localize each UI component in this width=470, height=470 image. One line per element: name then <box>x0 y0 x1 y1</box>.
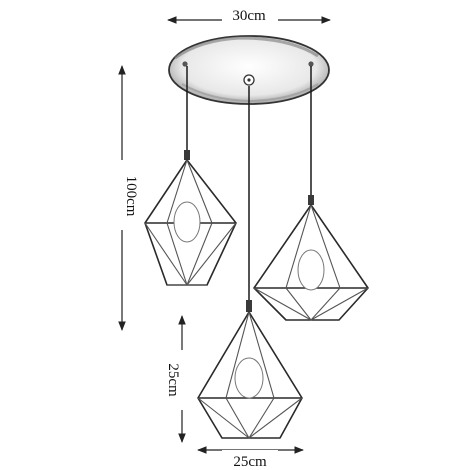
bulb-bottom <box>234 357 264 399</box>
lamp-holder-left <box>184 150 190 160</box>
canopy-hole-right <box>308 61 314 67</box>
bulb-right <box>297 249 325 291</box>
canopy-hole-left <box>182 61 188 67</box>
lamp-holder-bottom <box>246 300 252 312</box>
label-backdrop <box>222 6 278 26</box>
canopy-width-dimension: 30cm <box>167 6 331 26</box>
label-backdrop <box>112 160 132 230</box>
cage-outline-bottom <box>197 311 303 439</box>
shade-width-label: 25cm <box>233 454 267 470</box>
shade-height-label: 25cm <box>165 363 181 397</box>
lamp-holder-right <box>308 195 314 205</box>
canopy-shading-lower <box>181 83 319 103</box>
label-backdrop <box>160 350 190 410</box>
drop-height-dimension: 100cm <box>112 65 139 331</box>
shade-width-dimension: 25cm <box>197 446 304 470</box>
pendant-cage-left <box>144 150 237 286</box>
canopy-width-label: 30cm <box>232 8 266 24</box>
pendant-cage-right <box>253 195 369 321</box>
canopy-screw-center <box>247 78 251 82</box>
shade-height-dimension: 25cm <box>160 315 190 443</box>
bulb-left <box>173 201 201 243</box>
label-backdrop <box>222 450 278 470</box>
cage-outline-right <box>253 204 369 321</box>
canopy-shading <box>174 36 319 60</box>
pendant-cords <box>186 66 312 300</box>
drop-height-label: 100cm <box>123 176 139 217</box>
pendant-cage-bottom <box>197 300 303 439</box>
